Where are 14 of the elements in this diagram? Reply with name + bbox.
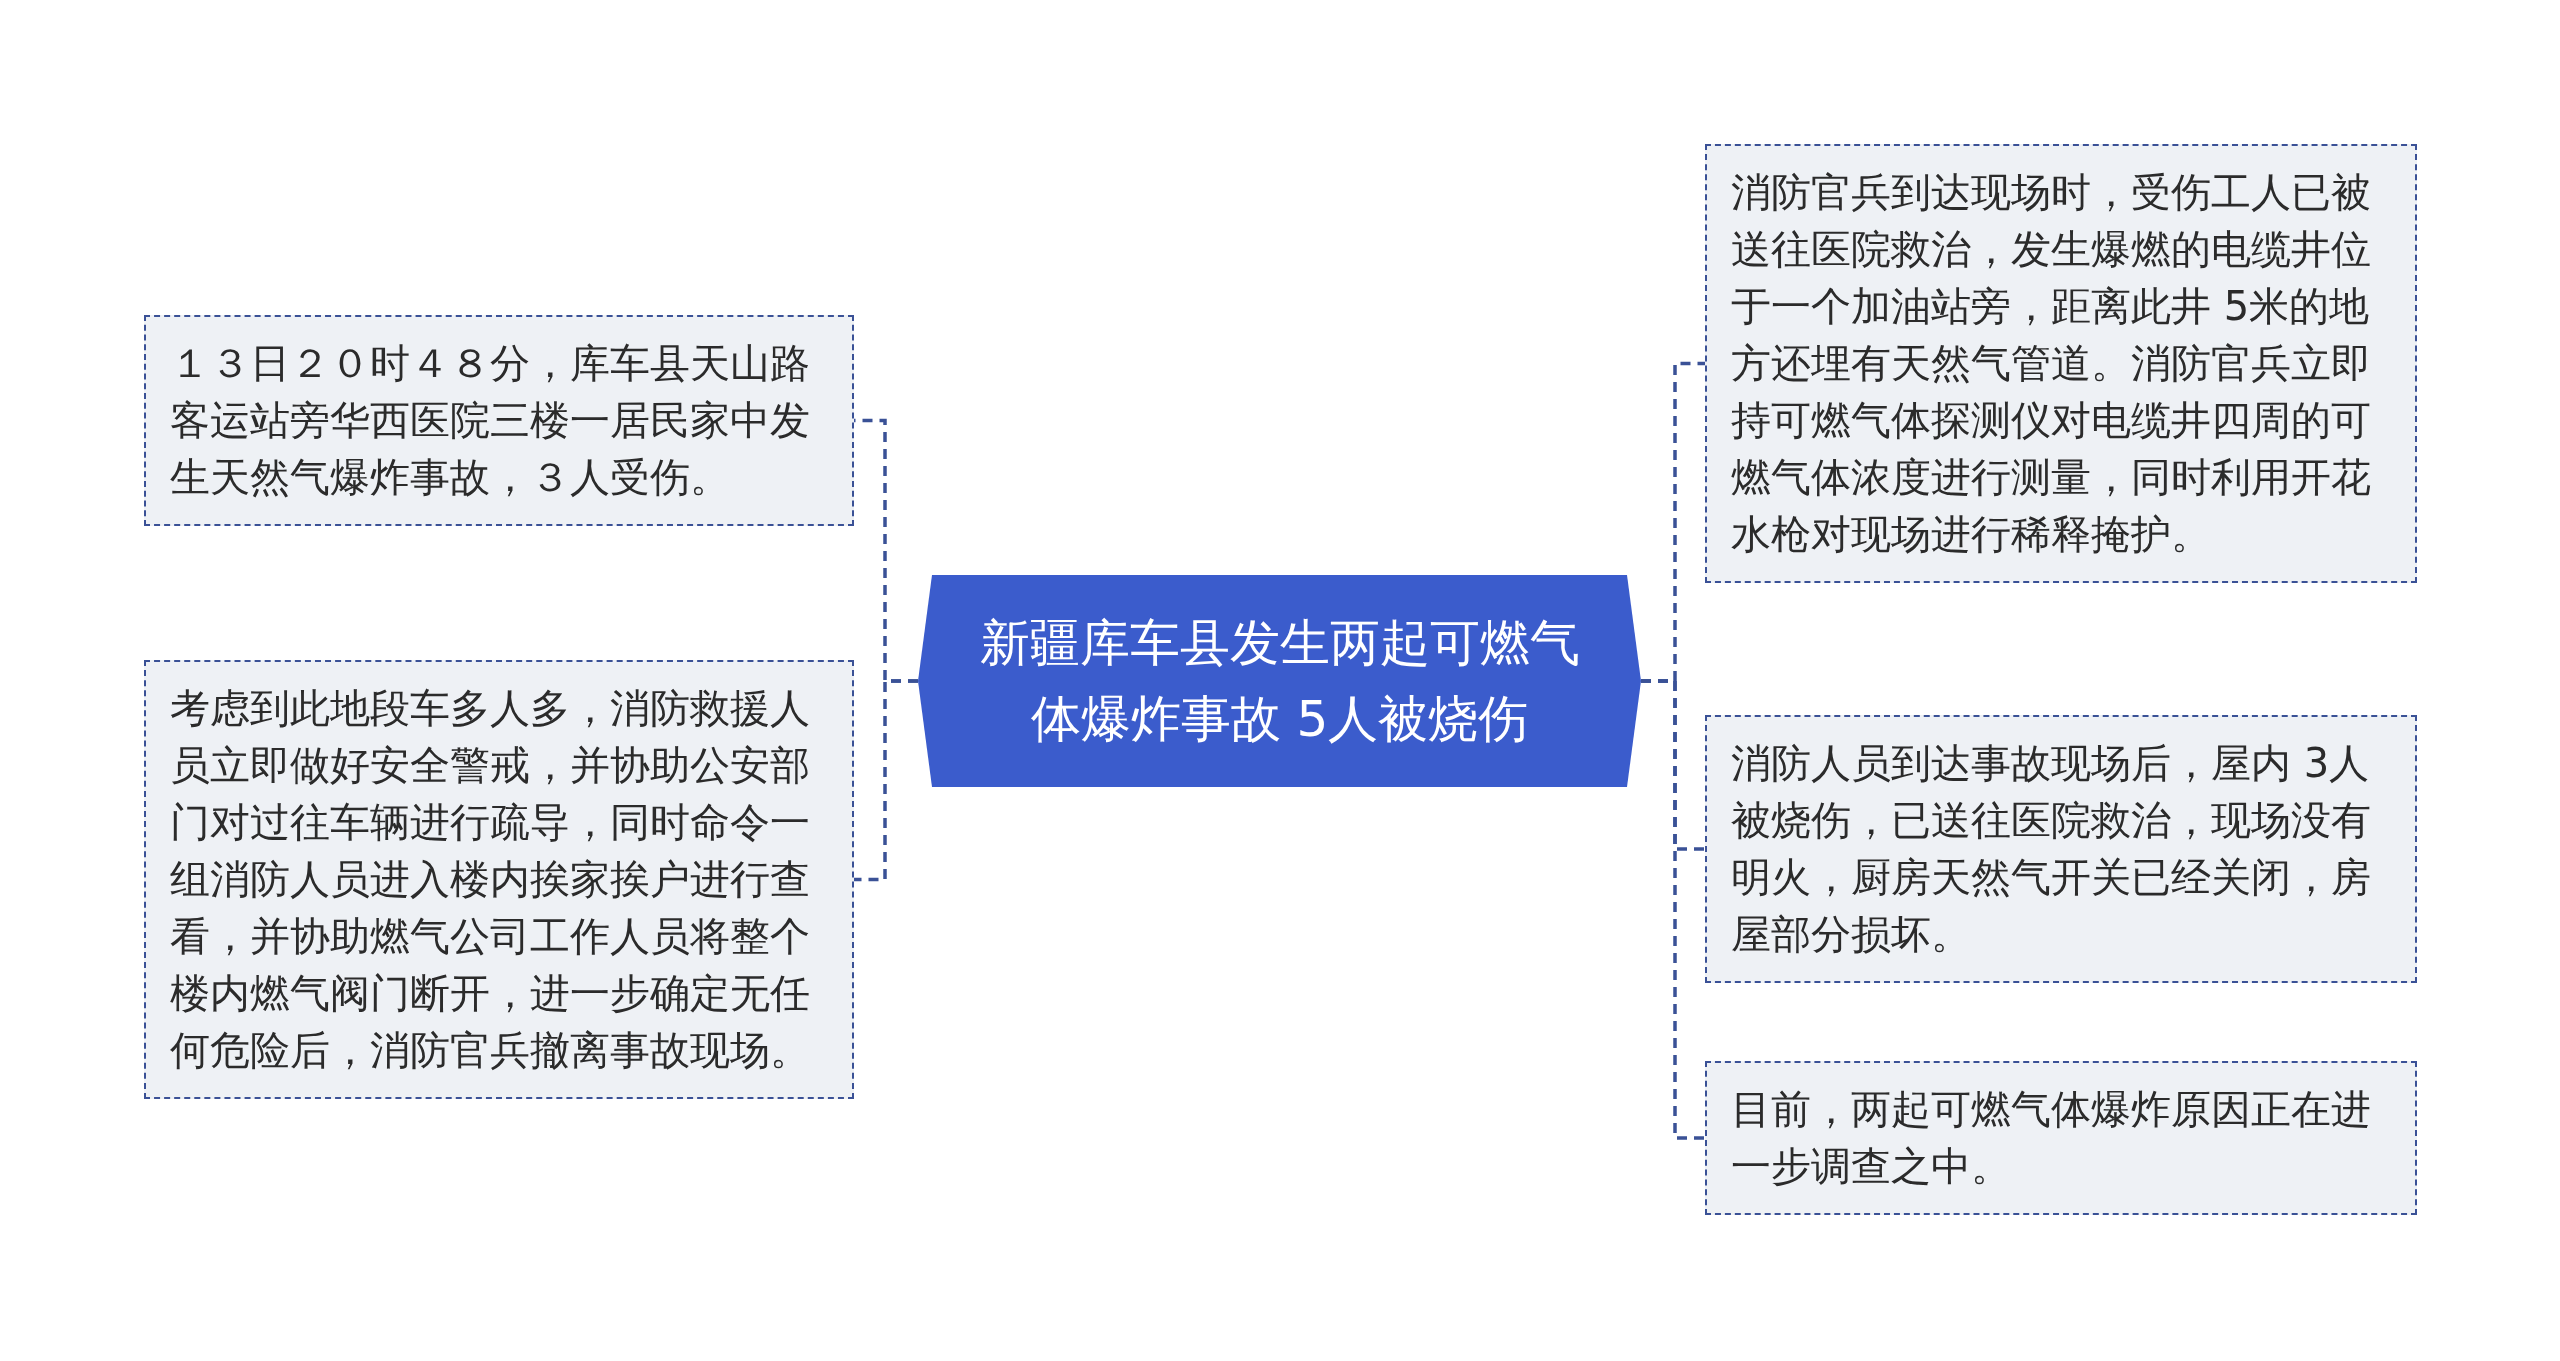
topic-text: １３日２０时４８分，库车县天山路客运站旁华西医院三楼一居民家中发生天然气爆炸事故，３人受伤。 <box>170 339 811 502</box>
topic-box <box>144 660 854 1099</box>
topic-text: 考虑到此地段车多人多，消防救援人员立即做好安全警戒，并协助公安部门对过往车辆进行疏导，同时命令一组消防人员进入楼内挨家挨户进行查看，并协助燃气公司工作人员将整个楼内燃气阀门断开，进一步确定无任何危险后，消防官兵撤离事故现场。 <box>170 684 811 1075</box>
topic-text: 消防官兵到达现场时，受伤工人已被送往医院救治，发生爆燃的电缆井位于一个加油站旁，距离此井 5米的地方还埋有天然气管道。消防官兵立即持可燃气体探测仪对电缆井四周的可燃气体浓度进行测量，同时利用开花水枪对现场进行稀释掩护。 <box>1731 168 2372 559</box>
topic-title: 新疆库车县发生两起可燃气体爆炸事故 5人被烧伤 <box>978 613 1581 750</box>
topic-box <box>1705 1061 2417 1215</box>
topic-box <box>144 315 854 526</box>
topic-text: 消防人员到达事故现场后，屋内 3人被烧伤，已送往医院救治，现场没有明火，厨房天然气开关已经关闭，房屋部分损坏。 <box>1731 739 2372 959</box>
connector <box>1641 679 1705 1140</box>
connector <box>854 679 918 882</box>
topic-box <box>1705 715 2417 983</box>
central-topic <box>918 575 1641 787</box>
topic-text: 目前，两起可燃气体爆炸原因正在进一步调查之中。 <box>1731 1085 2372 1191</box>
topic-box <box>1705 144 2417 583</box>
